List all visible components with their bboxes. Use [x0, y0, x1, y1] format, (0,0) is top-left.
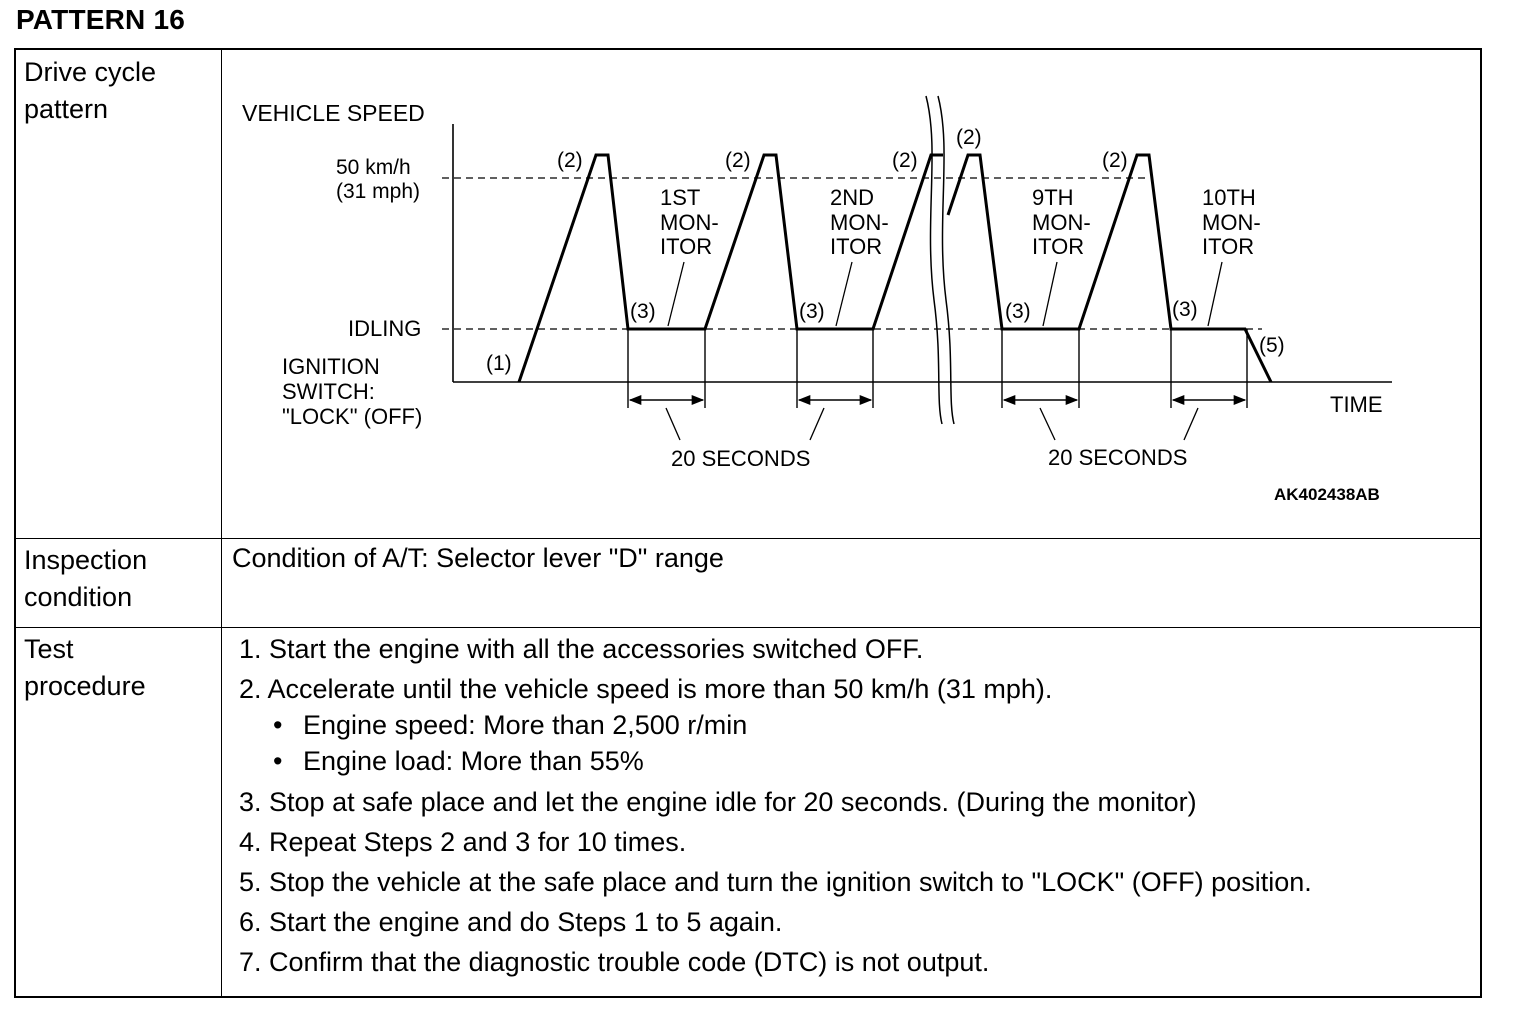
monitor-label-line: MON-: [660, 210, 719, 235]
step-marker: (3): [1172, 298, 1198, 321]
ignition-label: "LOCK" (OFF): [282, 404, 422, 429]
column-divider: [221, 50, 222, 996]
monitor-label-line: 1ST: [660, 185, 700, 210]
sub-item-text: Engine load: More than 55%: [303, 746, 644, 776]
speed-profile: [946, 153, 1273, 383]
row-label-inspection: Inspection condition: [24, 542, 214, 616]
monitor-label-line: ITOR: [1202, 234, 1254, 259]
procedure-step: 3. Stop at safe place and let the engine…: [239, 787, 1197, 817]
label-line: Inspection: [24, 545, 148, 575]
row-divider: [16, 538, 1480, 539]
step-marker: (2): [725, 149, 751, 172]
step-marker: (3): [630, 300, 656, 323]
leader-line: [809, 407, 825, 441]
x-axis-label: TIME: [1330, 392, 1383, 417]
procedure-step: 1. Start the engine with all the accesso…: [239, 634, 924, 664]
monitor-label-line: 2ND: [830, 185, 874, 210]
drive-cycle-table: Drive cycle pattern Inspection condition…: [14, 48, 1482, 998]
monitor-label-line: ITOR: [660, 234, 712, 259]
idling-label: IDLING: [348, 316, 421, 341]
monitor-label-line: MON-: [1032, 210, 1091, 235]
inspection-condition-text: Condition of A/T: Selector lever "D" ran…: [232, 543, 724, 573]
axis-break-mark: [925, 95, 943, 425]
figure-code: AK402438AB: [1274, 485, 1380, 504]
row-label-drive-cycle: Drive cycle pattern: [24, 54, 214, 128]
row-divider: [16, 627, 1480, 628]
leader-line: [835, 261, 853, 327]
step-marker: (5): [1259, 334, 1285, 357]
ignition-label: SWITCH:: [282, 379, 375, 404]
procedure-step: 7. Confirm that the diagnostic trouble c…: [239, 947, 990, 977]
procedure-sub-item: Engine load: More than 55%: [273, 746, 644, 777]
leader-lines: [665, 261, 1223, 441]
leader-line: [665, 407, 681, 441]
monitor-label-10th: 10TH MON- ITOR: [1202, 185, 1261, 259]
page-title: PATTERN 16: [16, 4, 185, 35]
leader-line: [1183, 407, 1199, 441]
leader-line: [667, 261, 685, 327]
step-marker: (2): [956, 126, 982, 149]
monitor-label-line: ITOR: [1032, 234, 1084, 259]
label-line: condition: [24, 582, 133, 612]
leader-line: [1039, 407, 1056, 441]
leader-line: [1207, 261, 1223, 327]
step-marker: (2): [557, 149, 583, 172]
speed-label: 50 km/h: [336, 156, 411, 179]
label-line: pattern: [24, 94, 109, 124]
monitor-label-2nd: 2ND MON- ITOR: [830, 185, 889, 259]
label-line: Drive cycle: [24, 57, 157, 87]
y-axis-label: VEHICLE SPEED: [242, 100, 425, 126]
procedure-sub-item: Engine speed: More than 2,500 r/min: [273, 710, 747, 741]
ignition-label: IGNITION: [282, 354, 380, 379]
axis-break-mark: [937, 95, 955, 425]
speed-label: (31 mph): [336, 180, 420, 203]
procedure-step: 6. Start the engine and do Steps 1 to 5 …: [239, 907, 783, 937]
row-label-test: Test procedure: [24, 631, 214, 705]
monitor-label-9th: 9TH MON- ITOR: [1032, 185, 1091, 259]
monitor-label-line: ITOR: [830, 234, 882, 259]
step-marker: (1): [486, 352, 512, 375]
monitor-label-line: 10TH: [1202, 185, 1256, 210]
speed-profile: [517, 153, 943, 383]
procedure-step: 5. Stop the vehicle at the safe place an…: [239, 867, 1312, 897]
duration-label: 20 SECONDS: [1048, 445, 1187, 470]
monitor-label-line: 9TH: [1032, 185, 1074, 210]
interval-brackets: [627, 329, 1248, 408]
step-marker: (3): [1005, 300, 1031, 323]
leader-line: [1042, 261, 1058, 327]
step-marker: (3): [799, 300, 825, 323]
step-marker: (2): [892, 149, 918, 172]
label-line: procedure: [24, 671, 146, 701]
monitor-label-line: MON-: [1202, 210, 1261, 235]
drive-cycle-diagram: VEHICLE SPEED 50 km/h (31 mph) IDLING IG…: [242, 95, 1392, 504]
label-line: Test: [24, 634, 74, 664]
procedure-step: 2. Accelerate until the vehicle speed is…: [239, 674, 1053, 704]
monitor-label-1st: 1ST MON- ITOR: [660, 185, 719, 259]
sub-item-text: Engine speed: More than 2,500 r/min: [303, 710, 748, 740]
duration-label: 20 SECONDS: [671, 446, 810, 471]
step-marker: (2): [1102, 149, 1128, 172]
procedure-step: 4. Repeat Steps 2 and 3 for 10 times.: [239, 827, 687, 857]
monitor-label-line: MON-: [830, 210, 889, 235]
